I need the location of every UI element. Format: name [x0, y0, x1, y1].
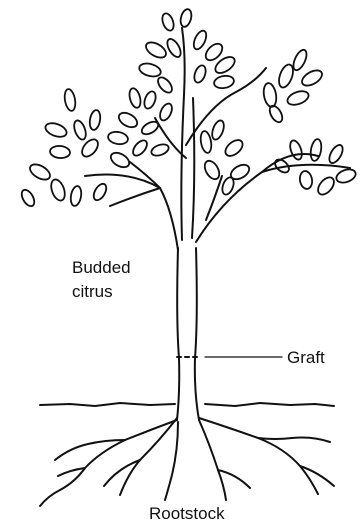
budded-citrus-label: Budded citrus: [72, 256, 131, 304]
budded-citrus-label-line2: citrus: [72, 280, 131, 304]
trunk: [177, 248, 199, 420]
ground-line: [40, 403, 334, 406]
rootstock-label: Rootstock: [149, 502, 225, 526]
budded-citrus-label-line1: Budded: [72, 256, 131, 280]
graft-label: Graft: [287, 346, 325, 370]
roots: [40, 418, 334, 506]
leaves: [19, 8, 357, 208]
